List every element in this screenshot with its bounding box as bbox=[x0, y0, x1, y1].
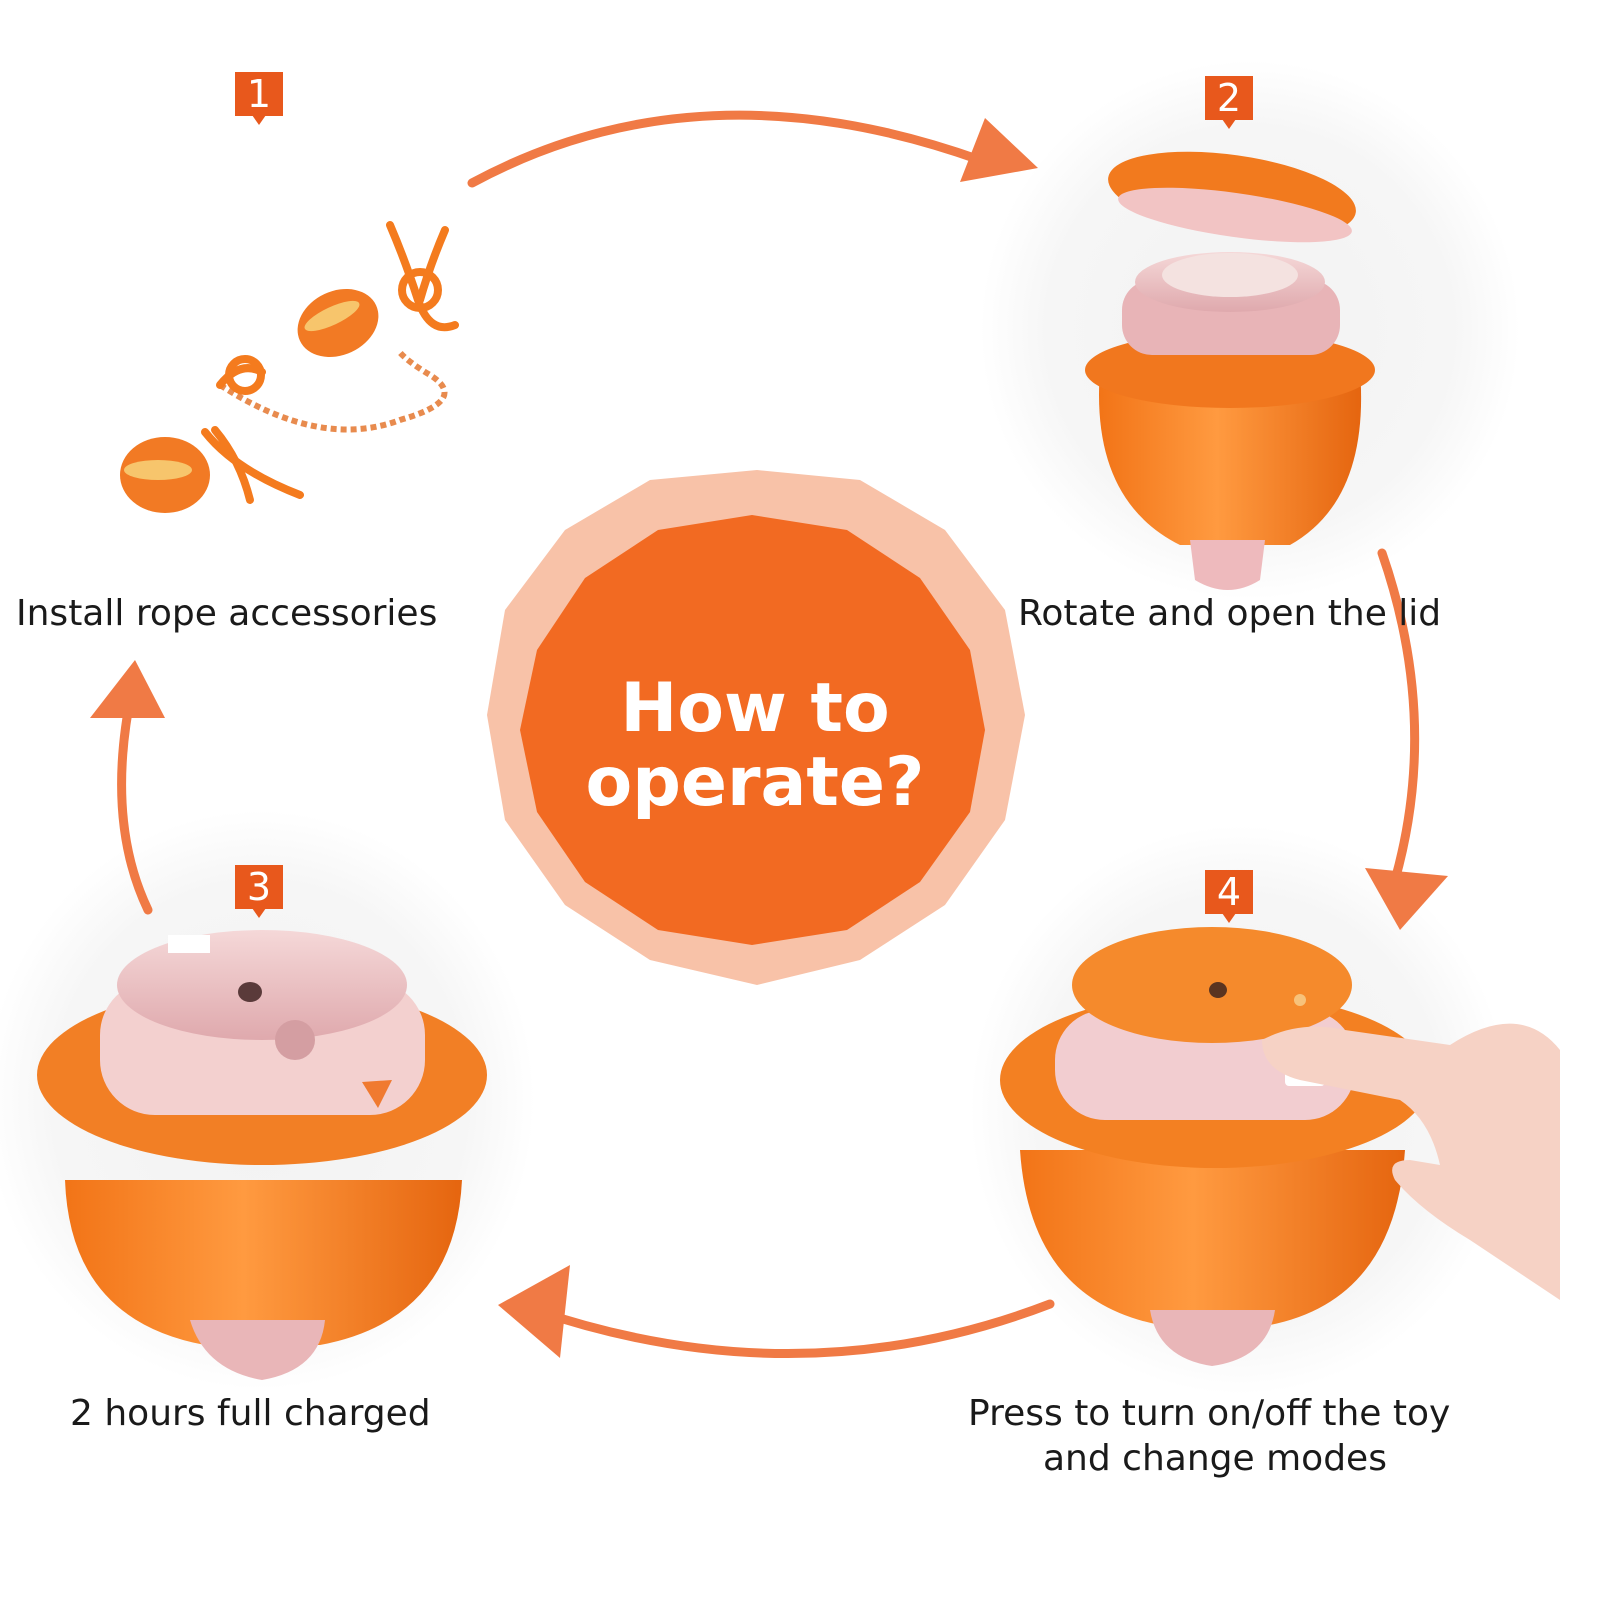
step-3-badge: 3 bbox=[235, 865, 283, 918]
center-title-line-2: operate? bbox=[585, 743, 925, 822]
center-title: How to operate? bbox=[540, 672, 970, 820]
rope bbox=[218, 348, 448, 433]
arrow-2-to-4 bbox=[1377, 548, 1420, 885]
arrow-3-to-1 bbox=[117, 685, 153, 915]
arrow-head-3-to-1 bbox=[90, 660, 165, 718]
step-4-caption-line-2: and change modes bbox=[1043, 1438, 1387, 1479]
center-disc bbox=[520, 515, 985, 945]
toy-charging-illustration bbox=[37, 930, 487, 1380]
toy-open-lid-illustration bbox=[1085, 151, 1375, 590]
step-1-caption: Install rope accessories bbox=[16, 593, 438, 634]
step-2-badge: 2 bbox=[1205, 76, 1253, 129]
rope-accessories-illustration bbox=[120, 221, 459, 513]
arrow-1-to-2 bbox=[467, 110, 985, 188]
toy-press-button-illustration bbox=[1000, 927, 1560, 1366]
step-3-caption: 2 hours full charged bbox=[70, 1393, 431, 1434]
arrow-4-to-3 bbox=[530, 1299, 1055, 1358]
arrow-head-1-to-2 bbox=[960, 118, 1038, 182]
step-2-caption: Rotate and open the lid bbox=[1018, 593, 1442, 634]
step-4-caption-line-1: Press to turn on/off the toy bbox=[968, 1393, 1451, 1434]
cycle-arrows bbox=[117, 110, 1420, 1358]
arrow-head-2-to-4 bbox=[1365, 868, 1448, 930]
arrow-head-4-to-3 bbox=[498, 1265, 570, 1358]
step-1-badge: 1 bbox=[235, 72, 283, 125]
step-4-badge: 4 bbox=[1205, 870, 1253, 923]
pressing-finger bbox=[1262, 1023, 1560, 1300]
center-title-line-1: How to bbox=[620, 669, 890, 748]
